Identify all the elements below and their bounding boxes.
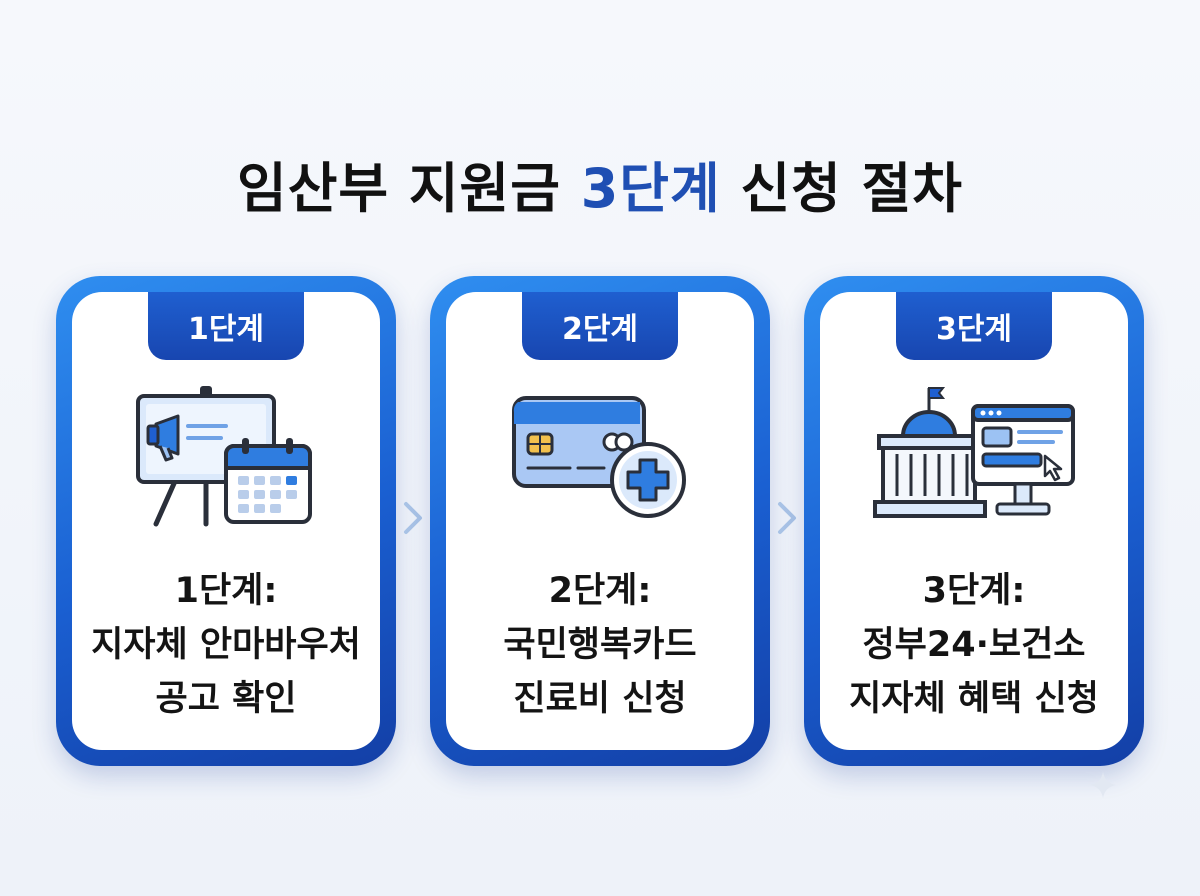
step-badge: 1단계 — [148, 292, 304, 360]
step-line: 정부24·보건소 — [862, 625, 1086, 665]
step-description: 1단계: 지자체 안마바우처 공고 확인 — [72, 564, 380, 726]
chevron-right-icon — [778, 502, 796, 534]
title-suffix: 신청 절차 — [720, 157, 963, 221]
step-card-body: 1단계 — [72, 292, 380, 750]
title-highlight: 3단계 — [580, 157, 721, 221]
step-line: 2단계: — [548, 571, 652, 611]
step-line: 지자체 안마바우처 — [91, 625, 361, 665]
step-badge: 2단계 — [522, 292, 678, 360]
chevron-right-icon — [404, 502, 422, 534]
page-title: 임산부 지원금 3단계 신청 절차 — [0, 144, 1200, 223]
sparkle-icon — [1090, 772, 1116, 798]
step-line: 국민행복카드 — [503, 625, 697, 665]
step-line: 지자체 혜택 신청 — [849, 679, 1099, 719]
title-prefix: 임산부 지원금 — [237, 157, 581, 221]
step-line: 1단계: — [174, 571, 278, 611]
step-line: 진료비 신청 — [513, 679, 687, 719]
presentation-board-calendar-icon — [72, 374, 380, 544]
step-card-1: 1단계 — [56, 276, 396, 766]
step-card-2: 2단계 2단계: 국민행복카드 진료비 신청 — [430, 276, 770, 766]
step-card-body: 2단계 2단계: 국민행복카드 진료비 신청 — [446, 292, 754, 750]
step-line: 공고 확인 — [155, 679, 297, 719]
step-card-body: 3단계 — [820, 292, 1128, 750]
step-description: 3단계: 정부24·보건소 지자체 혜택 신청 — [820, 564, 1128, 726]
credit-card-medical-cross-icon — [446, 374, 754, 544]
step-line: 3단계: — [922, 571, 1026, 611]
government-building-computer-icon — [820, 374, 1128, 544]
step-badge: 3단계 — [896, 292, 1052, 360]
step-description: 2단계: 국민행복카드 진료비 신청 — [446, 564, 754, 726]
step-card-3: 3단계 — [804, 276, 1144, 766]
